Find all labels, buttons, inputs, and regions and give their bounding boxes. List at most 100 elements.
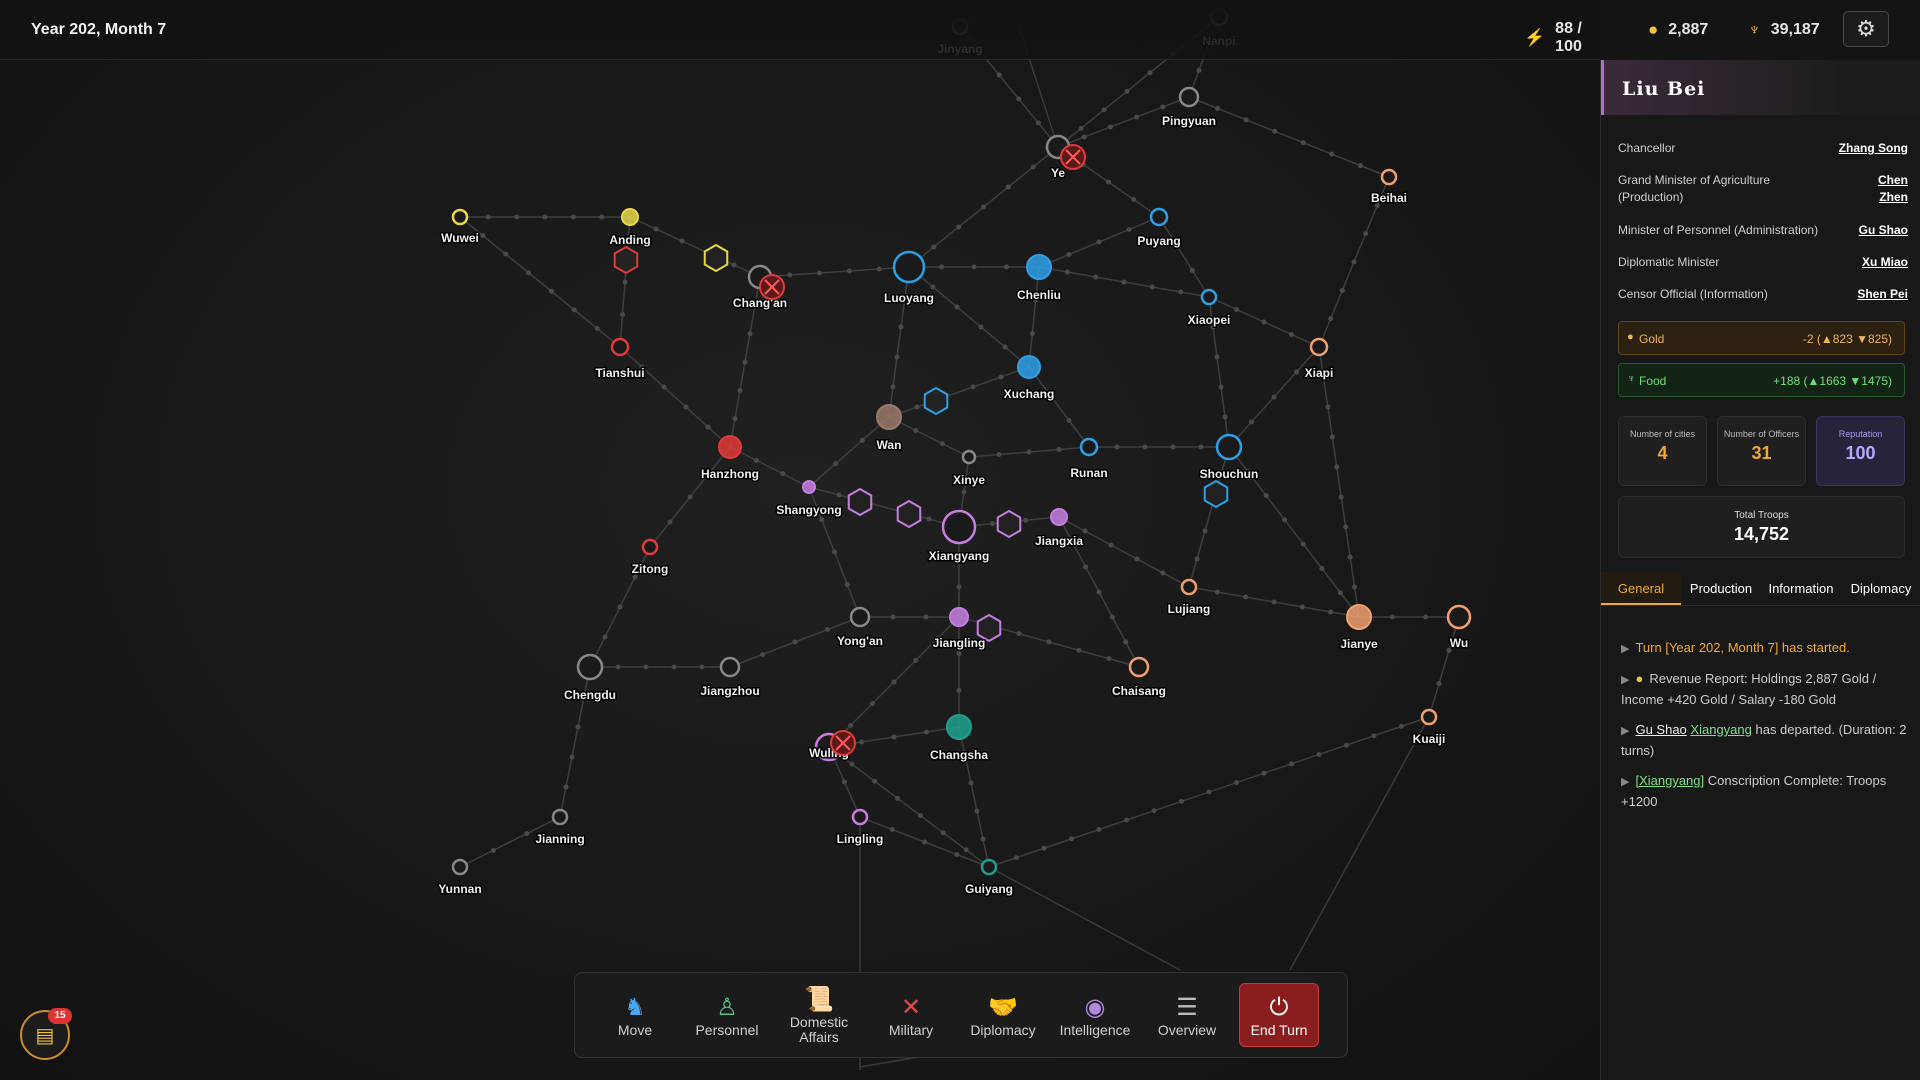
map-canvas[interactable]: JinyangNanpiPingyuanYeBeihaiWuweiAndingC… <box>0 0 1600 1080</box>
city-node[interactable]: Chengdu <box>563 653 618 704</box>
city-node[interactable]: Hanzhong <box>700 435 761 483</box>
city-marker[interactable] <box>1128 656 1150 678</box>
city-node[interactable]: Kuaiji <box>1411 708 1447 748</box>
army-unit-marker[interactable] <box>613 245 639 275</box>
city-marker[interactable] <box>610 337 630 357</box>
city-marker[interactable] <box>621 208 639 226</box>
diplomacy-button[interactable]: 🤝 Diplomacy <box>957 983 1049 1047</box>
city-node[interactable]: Xiangyang <box>927 509 991 565</box>
personnel-button[interactable]: ♙ Personnel <box>681 983 773 1047</box>
expand-arrow-icon[interactable]: ▶ <box>1621 776 1630 788</box>
city-marker[interactable] <box>1178 86 1200 108</box>
city-marker[interactable] <box>576 653 604 681</box>
city-marker[interactable] <box>551 808 569 826</box>
city-node[interactable]: Yunnan <box>437 858 483 898</box>
army-unit-marker[interactable] <box>923 386 949 416</box>
city-marker[interactable] <box>946 714 972 740</box>
expand-arrow-icon[interactable]: ▶ <box>1621 674 1630 686</box>
city-node[interactable]: Lingling <box>835 808 885 848</box>
city-marker[interactable] <box>892 250 926 284</box>
army-unit-marker[interactable] <box>703 243 729 273</box>
city-marker[interactable] <box>941 509 977 545</box>
domestic-affairs-button[interactable]: 📜 Domestic Affairs <box>773 983 865 1047</box>
city-link[interactable]: [Xiangyang] <box>1635 773 1705 788</box>
city-marker[interactable] <box>718 435 742 459</box>
officer-name-link[interactable]: Xu Miao <box>1861 255 1908 269</box>
city-marker[interactable] <box>1026 254 1052 280</box>
city-node[interactable]: Wuwei <box>440 208 480 247</box>
city-marker[interactable] <box>949 607 969 627</box>
city-node[interactable]: Wan <box>875 404 903 454</box>
city-marker[interactable] <box>1446 604 1472 630</box>
army-unit-marker[interactable] <box>1203 479 1229 509</box>
city-marker[interactable] <box>641 538 659 556</box>
city-node[interactable]: Shouchun <box>1198 433 1260 483</box>
city-node[interactable]: Luoyang <box>883 250 936 307</box>
city-marker[interactable] <box>719 656 741 678</box>
tab-general[interactable]: General <box>1601 572 1681 605</box>
overview-button[interactable]: ☰ Overview <box>1141 983 1233 1047</box>
city-node[interactable]: Xiapi <box>1303 337 1335 382</box>
city-marker[interactable] <box>1215 433 1243 461</box>
city-marker[interactable] <box>1017 355 1041 379</box>
city-node[interactable]: Chaisang <box>1110 656 1168 700</box>
battle-marker[interactable] <box>1060 144 1086 170</box>
city-marker[interactable] <box>1180 578 1198 596</box>
city-marker[interactable] <box>1346 604 1372 630</box>
officer-name-link[interactable]: Shen Pei <box>1857 287 1908 301</box>
city-marker[interactable] <box>1149 207 1169 227</box>
city-marker[interactable] <box>961 449 977 465</box>
army-unit-marker[interactable] <box>996 509 1022 539</box>
military-button[interactable]: ✕ Military <box>865 983 957 1047</box>
city-marker[interactable] <box>1380 168 1398 186</box>
battle-marker[interactable] <box>830 730 856 756</box>
tab-information[interactable]: Information <box>1768 581 1834 596</box>
city-node[interactable]: Xinye <box>951 449 987 489</box>
officer-link[interactable]: Gu Shao <box>1635 722 1687 737</box>
settings-button[interactable]: ⚙ <box>1843 11 1889 47</box>
city-node[interactable]: Jiangxia <box>1033 508 1085 550</box>
city-node[interactable]: Xuchang <box>1002 355 1056 403</box>
city-marker[interactable] <box>1079 437 1099 457</box>
city-marker[interactable] <box>1309 337 1329 357</box>
city-node[interactable]: Guiyang <box>963 858 1015 898</box>
tab-production[interactable]: Production <box>1689 581 1753 596</box>
move-button[interactable]: ♞ Move <box>589 983 681 1047</box>
city-node[interactable]: Pingyuan <box>1160 86 1218 130</box>
officer-name-link[interactable]: Zhang Song <box>1838 141 1908 155</box>
city-node[interactable]: Yong'an <box>836 606 884 650</box>
officer-name-link[interactable]: Gu Shao <box>1858 223 1908 237</box>
city-marker[interactable] <box>1200 288 1218 306</box>
expand-arrow-icon[interactable]: ▶ <box>1621 643 1630 655</box>
city-node[interactable]: Shangyong <box>775 480 843 519</box>
city-marker[interactable] <box>1050 508 1068 526</box>
city-node[interactable]: Beihai <box>1369 168 1409 207</box>
city-node[interactable]: Tianshui <box>594 337 646 382</box>
city-node[interactable]: Ye <box>1045 134 1071 182</box>
end-turn-button[interactable]: ⏻ End Turn <box>1239 983 1319 1047</box>
city-node[interactable]: Changsha <box>928 714 990 764</box>
city-node[interactable]: Wu <box>1446 604 1472 652</box>
army-unit-marker[interactable] <box>976 613 1002 643</box>
city-node[interactable]: Puyang <box>1136 207 1182 250</box>
city-node[interactable]: Jiangling <box>931 607 987 652</box>
city-node[interactable]: Lujiang <box>1166 578 1212 618</box>
city-node[interactable]: Runan <box>1069 437 1109 482</box>
city-node[interactable]: Zitong <box>630 538 670 578</box>
city-node[interactable]: Anding <box>608 208 652 249</box>
city-link[interactable]: Xiangyang <box>1690 722 1752 737</box>
city-node[interactable]: Jianye <box>1339 604 1380 653</box>
city-node[interactable]: Jiangzhou <box>699 656 761 700</box>
city-marker[interactable] <box>802 480 816 494</box>
strategy-map[interactable]: JinyangNanpiPingyuanYeBeihaiWuweiAndingC… <box>0 0 1600 1080</box>
army-unit-marker[interactable] <box>896 499 922 529</box>
battle-marker[interactable] <box>759 274 785 300</box>
city-marker[interactable] <box>849 606 871 628</box>
intelligence-button[interactable]: ◉ Intelligence <box>1049 983 1141 1047</box>
army-unit-marker[interactable] <box>847 487 873 517</box>
city-marker[interactable] <box>876 404 902 430</box>
city-marker[interactable] <box>1420 708 1438 726</box>
city-marker[interactable] <box>451 858 469 876</box>
city-marker[interactable] <box>851 808 869 826</box>
tab-diplomacy[interactable]: Diplomacy <box>1850 581 1912 596</box>
